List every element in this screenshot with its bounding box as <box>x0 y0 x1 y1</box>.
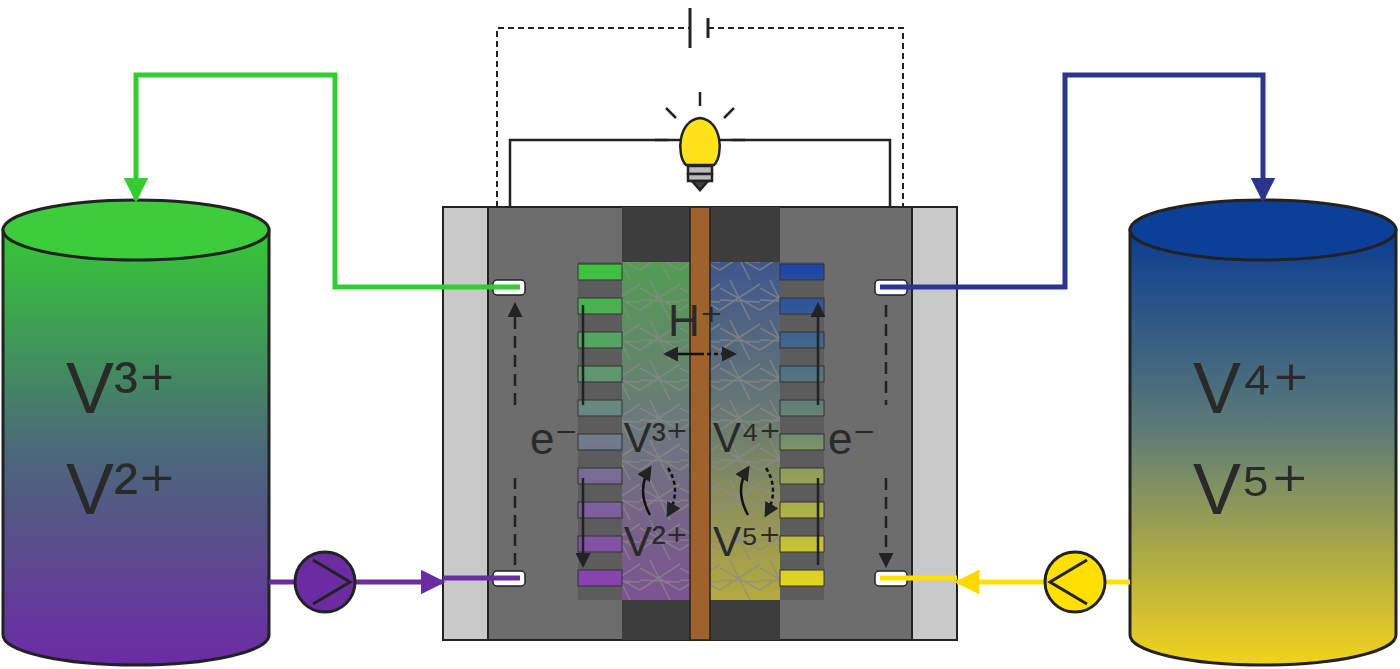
left-pump <box>295 552 355 612</box>
pipe-connector <box>136 75 443 287</box>
ion-label: V²⁺ <box>610 518 688 566</box>
external-circuit <box>497 8 903 207</box>
proton-label: H⁺ <box>668 296 723 347</box>
left-tank <box>3 200 269 665</box>
ion-label: V⁵⁺ <box>713 518 791 566</box>
ion-label: V⁴⁺ V⁵⁺ <box>1193 338 1343 540</box>
ion-label: e⁻ <box>828 414 878 465</box>
ion-label: V⁴⁺ <box>713 414 791 462</box>
ion-label: e⁻ <box>530 414 580 465</box>
half-cell: V⁴⁺ V⁵⁺ e⁻ <box>700 207 957 640</box>
right-pump <box>1045 552 1105 612</box>
ion-label: V³⁺ <box>610 414 688 462</box>
cell-stack <box>443 207 957 640</box>
half-cell: e⁻ V³⁺ V²⁺ <box>443 207 700 640</box>
electrolyte-tank: V³⁺ V²⁺ <box>3 200 269 660</box>
light-bulb <box>655 92 745 190</box>
electrolyte-tank: V⁴⁺ V⁵⁺ <box>1130 200 1396 660</box>
ion-label: V³⁺ V²⁺ <box>66 338 216 540</box>
right-tank <box>1130 200 1396 665</box>
pipe-connector <box>957 75 1263 287</box>
